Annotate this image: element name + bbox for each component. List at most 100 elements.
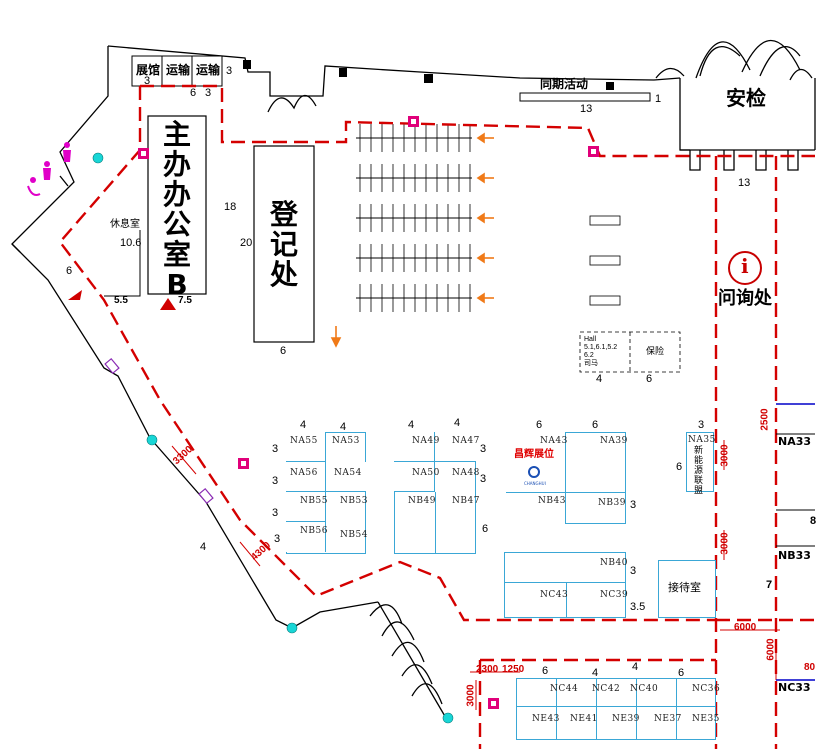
booth-code: NA55 — [290, 436, 318, 446]
dim-label: 6 — [646, 373, 653, 385]
top-door-arcs2 — [699, 46, 813, 81]
booth-na49[interactable] — [394, 432, 435, 462]
booth-code: NA48 — [452, 468, 480, 478]
dim-label: 7 — [766, 579, 773, 591]
dim-label: 5.5 — [114, 295, 128, 306]
dim-label: 3000 — [719, 532, 731, 555]
dim-label: 3.5 — [630, 601, 646, 613]
dim-label: 3 — [698, 419, 705, 431]
dim-label: 6000 — [734, 622, 757, 633]
booth-na50[interactable] — [394, 462, 435, 492]
dim-label: 6 — [66, 265, 73, 277]
dim-label: 13 — [580, 103, 593, 115]
dim-label: 6 — [482, 523, 489, 535]
booth-code: NE43 — [532, 714, 560, 724]
organizer-office-title: 主 办 办 公 室 B — [152, 120, 202, 300]
booth-nb55[interactable] — [286, 492, 326, 522]
queue-barriers — [356, 137, 472, 299]
booth-code: NA33 — [778, 435, 812, 448]
dim-label: 4 — [632, 661, 639, 673]
dim-label: 3 — [272, 475, 279, 487]
booth-na54[interactable] — [326, 462, 366, 492]
dim-label: 4 — [200, 541, 207, 553]
registration-title: 登 记 处 — [262, 200, 306, 290]
booth-na56[interactable] — [286, 462, 326, 492]
dim-label: 6000 — [765, 638, 777, 661]
title-char: 主 — [162, 118, 191, 151]
booth-na47[interactable] — [435, 432, 476, 462]
booth-code: NE35 — [692, 714, 720, 724]
security-label: 安检 — [726, 86, 766, 110]
booth-divider — [636, 678, 637, 740]
bottom-left-wall — [377, 601, 447, 719]
office-b-box — [147, 115, 207, 295]
concurrent-events-label: 同期活动 — [540, 77, 589, 91]
booth-divider — [676, 678, 677, 740]
dim-label: 13 — [738, 177, 751, 189]
dim-label: 3 — [480, 473, 487, 485]
booth-code: NB53 — [340, 496, 368, 506]
title-char: 办 — [162, 148, 191, 181]
dim-label: 3 — [144, 75, 151, 87]
changhui-logo-icon — [528, 466, 540, 478]
changhui-logo-text: CHANGHUI — [524, 481, 546, 486]
title-char: 处 — [269, 258, 298, 291]
dim-label: 3 — [226, 65, 233, 77]
booth-code: NC40 — [630, 684, 659, 694]
bottom-left-door-arcs — [369, 604, 443, 705]
lounge-walls — [104, 230, 141, 297]
flow-arrows — [330, 132, 494, 348]
label-char: 能 — [694, 456, 704, 466]
dim-label: 1250 — [502, 664, 525, 675]
booth-code: NB55 — [300, 496, 328, 506]
dim-label: 3 — [272, 507, 279, 519]
exhibition-hall-label: 展馆 — [136, 63, 161, 77]
booth-code: NE37 — [654, 714, 682, 724]
dim-label: 2500 — [759, 408, 771, 431]
dim-label: 3 — [630, 565, 637, 577]
route-left — [58, 86, 716, 622]
info-desk-label: 问询处 — [718, 288, 772, 309]
booth-code: NA54 — [334, 468, 362, 478]
lounge-label: 休息室 — [110, 219, 140, 230]
booth-code: NE41 — [570, 714, 598, 724]
booth-code: NE39 — [612, 714, 640, 724]
dim-label: 3 — [272, 443, 279, 455]
hydrants — [138, 116, 679, 709]
booth-na55[interactable] — [286, 432, 326, 462]
booth-divider — [566, 582, 567, 618]
transport-label-2: 运输 — [196, 63, 221, 77]
booth-nb56[interactable] — [286, 522, 326, 552]
dim-label: 2300 — [476, 664, 499, 675]
dim-label: 20 — [240, 237, 253, 249]
label-char: 盟 — [694, 486, 704, 496]
title-char: B — [166, 268, 188, 301]
booth-divider — [504, 582, 626, 583]
booth-code: NA56 — [290, 468, 318, 478]
hall-info-line: 6.2 — [584, 352, 594, 359]
dim-label: 6 — [542, 665, 549, 677]
booth-code: NC39 — [600, 590, 629, 600]
transport-label-1: 运输 — [166, 63, 191, 77]
dim-label: 6 — [592, 419, 599, 431]
booth-code: NB33 — [778, 549, 811, 562]
booth-code: NC44 — [550, 684, 579, 694]
dim-label: 6 — [280, 345, 287, 357]
extinguishers — [92, 152, 454, 724]
booth-na43[interactable] — [506, 432, 566, 524]
hall-info-line: 5.1,6.1,5.2 — [584, 344, 618, 351]
hall-info-line: 司马 — [584, 360, 598, 367]
booth-code: NC43 — [540, 590, 569, 600]
booth-na35[interactable] — [686, 432, 714, 492]
booth-code: NB54 — [340, 530, 368, 540]
dim-label: 4 — [300, 419, 307, 431]
booth-divider — [435, 492, 436, 554]
dim-label: 4 — [596, 373, 603, 385]
restroom-icons — [27, 142, 71, 196]
dim-label: 10.6 — [120, 237, 142, 249]
info-circle — [728, 251, 762, 285]
dim-label: 4 — [408, 419, 415, 431]
booth-code: NA43 — [540, 436, 568, 446]
booth-code: NB47 — [452, 496, 480, 506]
